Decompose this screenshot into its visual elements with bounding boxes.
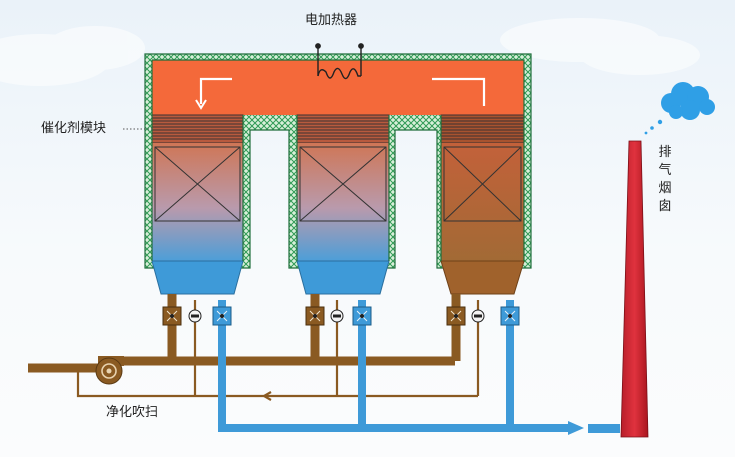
valves	[162, 306, 520, 326]
purge-label: 净化吹扫	[106, 405, 159, 420]
background-clouds	[0, 18, 700, 86]
stack-label: 排气烟囱	[658, 145, 672, 214]
fan-icon	[95, 356, 124, 385]
catalyst-module-label: 催化剂模块	[41, 121, 107, 136]
catalyst-layers	[151, 114, 525, 144]
regenerator-unit-2	[296, 143, 390, 295]
heater-label: 电加热器	[305, 13, 358, 28]
electric-heater-icon	[315, 43, 364, 80]
inlet-pipe	[28, 356, 455, 373]
stack-inlet-pipe	[588, 424, 620, 433]
purge-lines	[76, 300, 480, 401]
flow-arrows	[195, 77, 486, 110]
regenerator-unit-3	[440, 143, 525, 295]
exhaust-cloud-icon	[644, 82, 715, 135]
regenerator-unit-1	[151, 143, 244, 295]
outlet-arrow-icon	[568, 421, 584, 435]
inlet-risers	[167, 294, 461, 361]
vessel-outline	[151, 59, 525, 261]
exhaust-stack	[620, 140, 649, 438]
